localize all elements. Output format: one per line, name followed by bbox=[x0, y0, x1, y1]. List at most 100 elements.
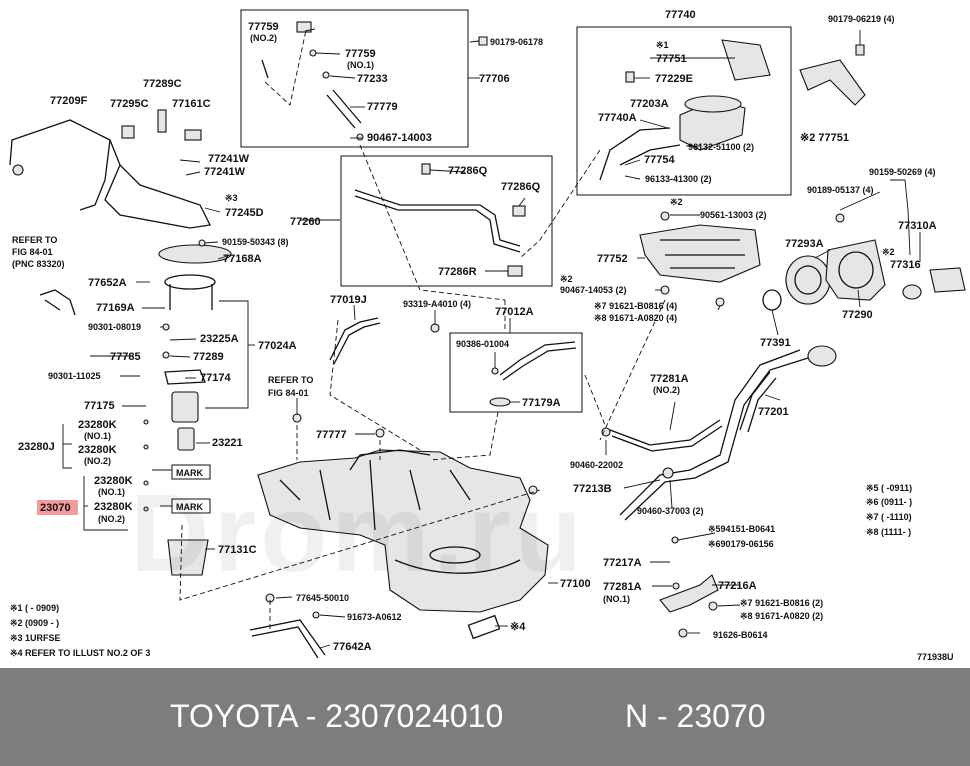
label-77751-a: 77751 bbox=[656, 53, 687, 65]
leader-lines bbox=[62, 28, 921, 649]
label-77289c: 77289C bbox=[143, 78, 182, 90]
strap-77642a bbox=[249, 619, 326, 659]
label-77209f: 77209F bbox=[50, 95, 88, 107]
label-77161c: 77161C bbox=[172, 98, 211, 110]
label-77391: 77391 bbox=[760, 337, 791, 349]
label-23280k-3-note: (NO.1) bbox=[98, 487, 125, 497]
label-91621-b0816-b: ※7 91621-B0816 (2) bbox=[740, 598, 823, 608]
label-77286q-2: 77286Q bbox=[501, 181, 541, 193]
label-90179-06178: 90179-06178 bbox=[490, 37, 543, 47]
note-star2-d: ※2 bbox=[882, 247, 895, 257]
filler-pipe-77201 bbox=[609, 345, 837, 521]
cap-77310a bbox=[929, 267, 966, 293]
footnote-2-text: 2 (0909 - ) bbox=[18, 618, 60, 628]
part-77759-no2 bbox=[296, 21, 312, 33]
note-star1-num: 1 bbox=[664, 40, 669, 50]
label-77740a: 77740A bbox=[598, 112, 637, 124]
note-star2-b: ※2 bbox=[670, 197, 683, 207]
note-star2-c: ※2 bbox=[560, 274, 573, 284]
label-77012a: 77012A bbox=[495, 306, 534, 318]
part-77295c bbox=[121, 125, 135, 139]
label-77754: 77754 bbox=[644, 154, 675, 166]
label-77295c: 77295C bbox=[110, 98, 149, 110]
label-594151-b0641: ※594151-B0641 bbox=[708, 524, 775, 534]
refer-to-2: REFER TO bbox=[268, 375, 313, 385]
label-23280k-3: 23280K bbox=[94, 475, 133, 487]
label-93319-a4010: 93319-A4010 (4) bbox=[403, 299, 471, 309]
bolt-90179-a bbox=[478, 36, 488, 46]
note-star6-b: 690179-06156 bbox=[716, 539, 774, 549]
part-77161c bbox=[184, 129, 202, 141]
label-91671-a0820-b-num: 91671-A0820 (2) bbox=[755, 611, 823, 621]
harness-77209f bbox=[9, 119, 211, 229]
label-77217a: 77217A bbox=[603, 557, 642, 569]
label-90561-13003: 90561-13003 (2) bbox=[700, 210, 767, 220]
part-77759-no1 bbox=[309, 49, 317, 57]
box-77740 bbox=[576, 26, 792, 196]
clamp-77286r bbox=[507, 265, 523, 277]
part-77290-inner bbox=[838, 251, 874, 289]
label-90467-14053: 90467-14053 (2) bbox=[560, 285, 627, 295]
ring-77391 bbox=[762, 289, 782, 311]
label-77652a: 77652A bbox=[88, 277, 127, 289]
label-91626-b0614: 91626-B0614 bbox=[713, 630, 768, 640]
connector-left bbox=[12, 164, 24, 176]
hose-77019j bbox=[329, 317, 381, 365]
label-77751-b: ※2 77751 bbox=[800, 132, 849, 144]
label-77260: 77260 bbox=[290, 216, 321, 228]
label-77281a-no1: 77281A bbox=[603, 581, 642, 593]
footnote-4: ※4 REFER TO ILLUST NO.2 OF 3 bbox=[10, 648, 150, 658]
tube-77012a bbox=[499, 341, 577, 381]
tube-77779 bbox=[326, 89, 362, 129]
part-77293a bbox=[785, 255, 831, 305]
label-77706: 77706 bbox=[479, 73, 510, 85]
label-90301-11025: 90301-11025 bbox=[48, 371, 101, 381]
label-77645-50010: 77645-50010 bbox=[296, 593, 349, 603]
label-note-4-num: 4 bbox=[519, 621, 526, 633]
footnote-1-text: 1 ( - 0909) bbox=[18, 603, 60, 613]
label-90179-06219: 90179-06219 (4) bbox=[828, 14, 895, 24]
label-90460-22002: 90460-22002 bbox=[570, 460, 623, 470]
note-star2-a: 2 bbox=[809, 132, 815, 144]
parts-diagram: 77759 (NO.2) 77759 (NO.1) 77233 77779 90… bbox=[9, 9, 966, 662]
label-90301-08019: 90301-08019 bbox=[88, 322, 141, 332]
label-77024a: 77024A bbox=[258, 340, 297, 352]
mark-box-1 bbox=[171, 464, 211, 480]
dashed-lines bbox=[179, 29, 666, 630]
label-90159-50343: 90159-50343 (8) bbox=[222, 237, 289, 247]
label-77203a: 77203A bbox=[630, 98, 669, 110]
note-star2-b-num: 2 bbox=[678, 197, 683, 207]
legend-6: ※6 (0911- ) bbox=[866, 497, 912, 507]
label-77245d: 77245D bbox=[225, 207, 264, 219]
footnote-3-text: 3 1URFSE bbox=[18, 633, 61, 643]
harness-ref bbox=[39, 289, 76, 316]
label-91673-a0612: 91673-A0612 bbox=[347, 612, 402, 622]
mark-label-2: MARK bbox=[176, 502, 203, 512]
label-77281a-no2-note: (NO.2) bbox=[653, 385, 680, 395]
watermark: Drom.ru bbox=[130, 472, 586, 595]
label-77241w-2: 77241W bbox=[204, 166, 246, 178]
label-77019j: 77019J bbox=[330, 294, 367, 306]
label-91671-a0820-a-num: 91671-A0820 (4) bbox=[609, 313, 677, 323]
label-77785: 77785 bbox=[110, 351, 141, 363]
bracket-77216a bbox=[659, 574, 719, 613]
box-77012a bbox=[449, 332, 583, 413]
label-77759-no2-note: (NO.2) bbox=[250, 33, 277, 43]
note-star3-num: 3 bbox=[233, 193, 238, 203]
refer-to-1: REFER TO bbox=[12, 235, 57, 245]
patch-4 bbox=[467, 614, 501, 640]
legend-5-text: 5 ( -0911) bbox=[874, 483, 913, 493]
label-77229e: 77229E bbox=[655, 73, 693, 85]
tube-77260 bbox=[354, 189, 521, 253]
label-77168a: 77168A bbox=[223, 253, 262, 265]
label-77179a: 77179A bbox=[522, 397, 561, 409]
label-90189-05137: 90189-05137 (4) bbox=[807, 185, 874, 195]
legend-5: ※5 ( -0911) bbox=[866, 483, 912, 493]
note-star7-a: 7 bbox=[602, 301, 607, 311]
refer-to-pnc: (PNC 83320) bbox=[12, 259, 65, 269]
label-note-4: ※4 bbox=[510, 621, 526, 633]
label-91621-b0816-b-num: 91621-B0816 (2) bbox=[755, 598, 823, 608]
label-91671-a0820-b: ※8 91671-A0820 (2) bbox=[740, 611, 823, 621]
label-23280k-4: 23280K bbox=[94, 501, 133, 513]
label-77216a: 77216A bbox=[718, 580, 757, 592]
